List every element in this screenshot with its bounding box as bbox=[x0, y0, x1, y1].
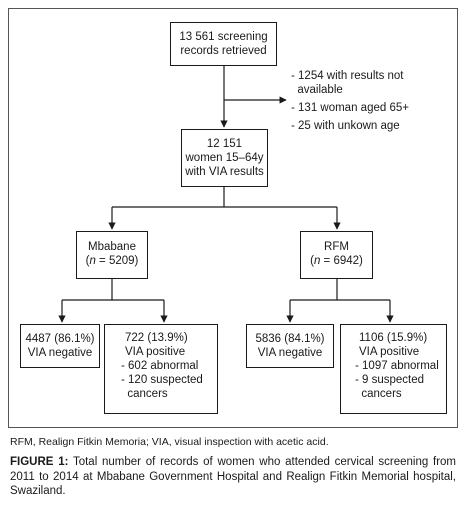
mbabane-negative-count: 4487 (86.1%) bbox=[25, 333, 95, 345]
exclusion-item-2: - 131 woman aged 65+ bbox=[291, 102, 409, 114]
rfm-abnormal: - 1097 abnormal bbox=[355, 360, 439, 372]
figure-caption-text: Total number of records of women who att… bbox=[10, 456, 456, 497]
mbabane-negative-label: VIA negative bbox=[27, 347, 93, 359]
top-records-box: 13 561 screening records retrieved bbox=[170, 22, 277, 66]
mbabane-positive-box: 722 (13.9%) VIA positive - 602 abnormal … bbox=[104, 324, 218, 414]
exclusion-item-1: - 1254 with results not bbox=[291, 70, 404, 82]
eligible-women-box: 12 151 women 15–64y with VIA results bbox=[181, 129, 268, 187]
mbabane-negative-box: 4487 (86.1%) VIA negative bbox=[20, 324, 100, 368]
rfm-positive-box: 1106 (15.9%) VIA positive - 1097 abnorma… bbox=[340, 324, 447, 414]
rfm-negative-box: 5836 (84.1%) VIA negative bbox=[246, 324, 334, 368]
abbreviations-note: RFM, Realign Fitkin Memoria; VIA, visual… bbox=[10, 436, 329, 448]
exclusion-item-1-cont: available bbox=[291, 84, 343, 96]
rfm-cancers: cancers bbox=[355, 388, 402, 400]
mbabane-cancers: cancers bbox=[121, 388, 168, 400]
rfm-n: (n = 6942) bbox=[310, 255, 363, 267]
rfm-name: RFM bbox=[324, 241, 349, 253]
mid-box-line-3: with VIA results bbox=[185, 166, 264, 178]
mid-box-line-1: 12 151 bbox=[206, 138, 243, 150]
figure-caption: FIGURE 1: Total number of records of wom… bbox=[10, 455, 456, 499]
mbabane-n: (n = 5209) bbox=[85, 255, 139, 267]
rfm-box: RFM (n = 6942) bbox=[300, 231, 373, 279]
figure-label: FIGURE 1: bbox=[10, 456, 69, 468]
mbabane-name: Mbabane bbox=[88, 241, 136, 253]
rfm-negative-label: VIA negative bbox=[257, 347, 323, 359]
figure-frame bbox=[8, 8, 458, 428]
mbabane-abnormal: - 602 abnormal bbox=[121, 360, 199, 372]
mbabane-positive-label: VIA positive bbox=[125, 346, 186, 358]
rfm-suspected: - 9 suspected bbox=[355, 374, 425, 386]
top-box-line-2: records retrieved bbox=[180, 45, 267, 57]
mbabane-positive-count: 722 (13.9%) bbox=[125, 332, 188, 344]
exclusion-item-3: - 25 with unkown age bbox=[291, 120, 400, 132]
mbabane-suspected: - 120 suspected bbox=[121, 374, 203, 386]
rfm-positive-label: VIA positive bbox=[359, 346, 420, 358]
top-box-line-1: 13 561 screening bbox=[179, 31, 268, 43]
mid-box-line-2: women 15–64y bbox=[185, 152, 264, 164]
rfm-positive-count: 1106 (15.9%) bbox=[359, 332, 428, 344]
rfm-negative-count: 5836 (84.1%) bbox=[255, 333, 325, 345]
mbabane-box: Mbabane (n = 5209) bbox=[76, 231, 148, 279]
